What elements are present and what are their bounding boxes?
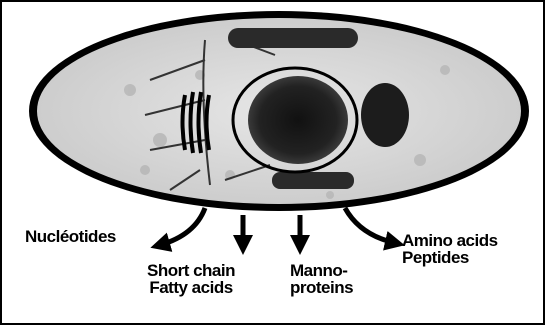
label-mannoproteins: Manno- proteins: [290, 262, 353, 296]
vacuole: [361, 83, 409, 147]
arrow-amino-acids: [345, 208, 395, 243]
mitochondrion-bottom: [272, 172, 354, 189]
label-amino-line2: Peptides: [402, 249, 498, 266]
label-nucleotides: Nucléotides: [25, 228, 116, 245]
label-short-chain: Short chain Fatty acids: [126, 262, 256, 296]
label-manno-line2: proteins: [290, 279, 353, 296]
arrow-nucleotides: [160, 208, 205, 245]
label-amino-line1: Amino acids: [402, 232, 498, 249]
label-short-chain-line1: Short chain: [126, 262, 256, 279]
label-short-chain-line2: Fatty acids: [126, 279, 256, 296]
label-manno-line1: Manno-: [290, 262, 353, 279]
mitochondrion-top: [228, 28, 358, 48]
label-amino-acids: Amino acids Peptides: [402, 232, 498, 266]
release-arrows: [160, 208, 395, 245]
nucleus: [248, 76, 348, 164]
